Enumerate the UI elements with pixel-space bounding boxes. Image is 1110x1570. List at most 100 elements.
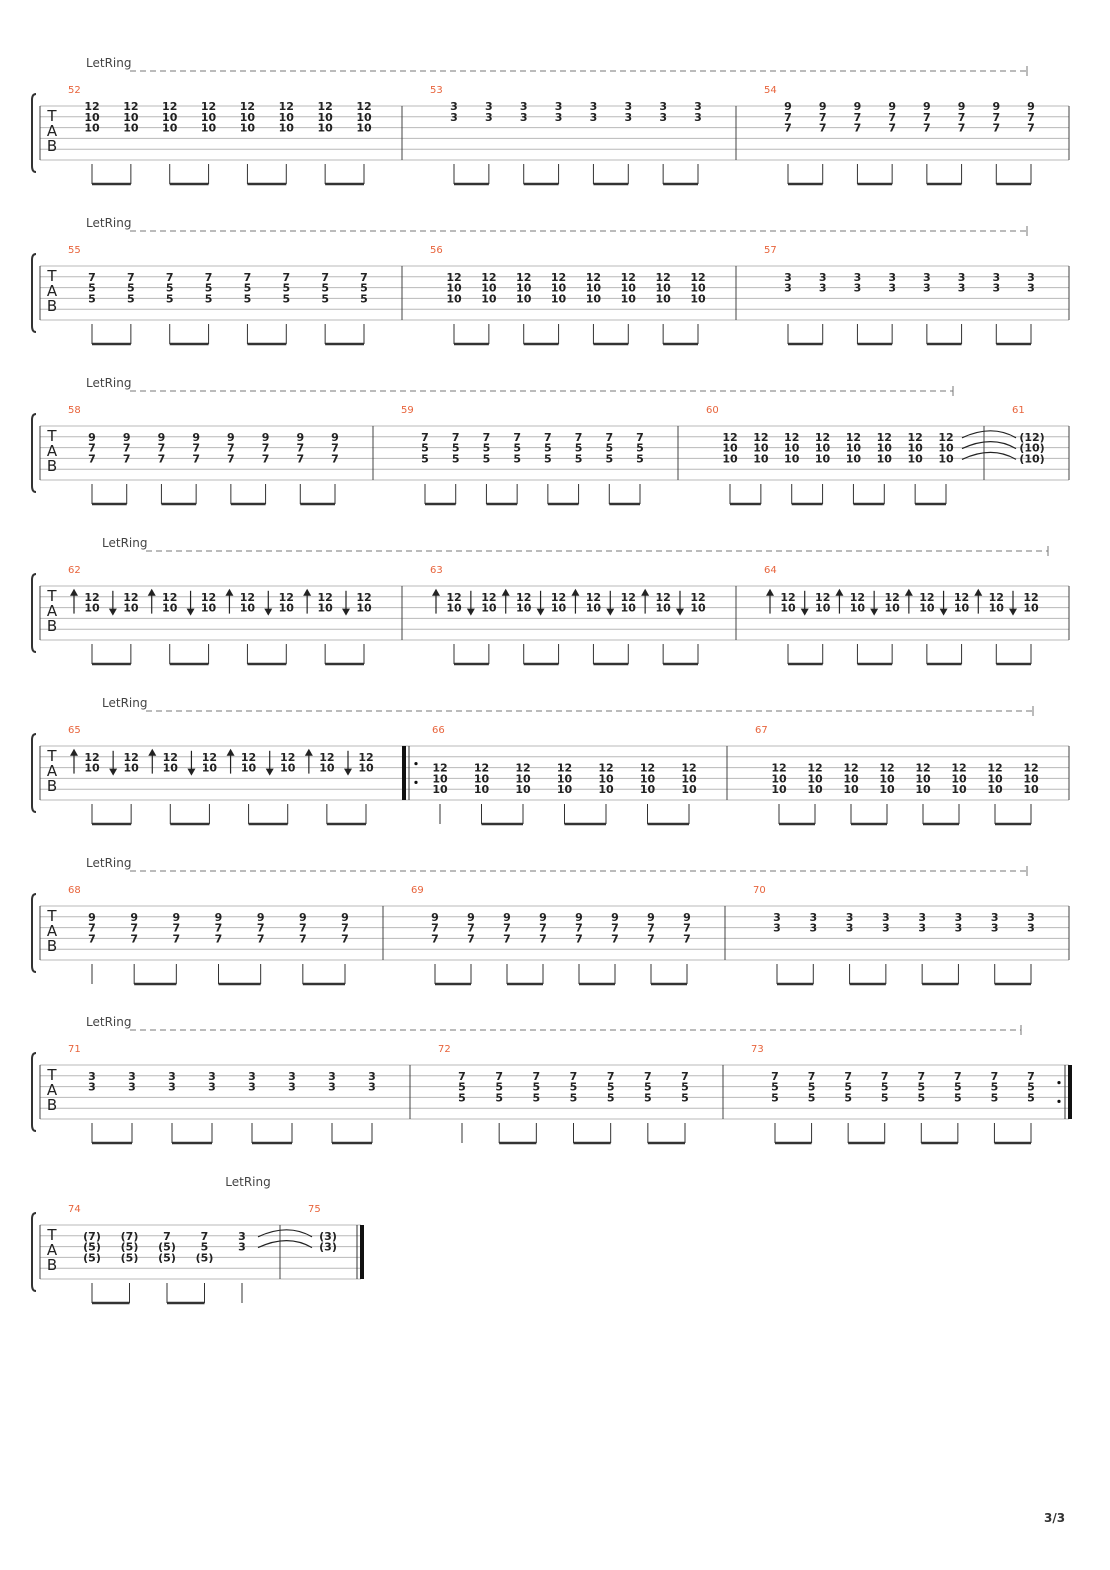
fret-number: 9 [888, 100, 896, 113]
fret-number: 3 [923, 282, 931, 295]
fret-number: 10 [907, 452, 923, 465]
strum-down-arrow-head [676, 608, 684, 616]
fret-number: 3 [958, 271, 966, 284]
fret-number: 10 [356, 111, 372, 124]
letring-label: LetRing [225, 1175, 270, 1189]
tab-clef-letter: B [47, 1256, 57, 1274]
fret-number: 9 [173, 911, 181, 924]
fret-number: 7 [130, 922, 138, 935]
fret-number: 7 [201, 1230, 209, 1243]
fret-number: 12 [586, 591, 601, 604]
fret-number: 3 [923, 271, 931, 284]
fret-number: 12 [84, 100, 99, 113]
fret-number: 12 [240, 100, 255, 113]
fret-number: 12 [640, 762, 655, 775]
fret-number: 7 [1027, 111, 1035, 124]
fret-number: 12 [815, 431, 830, 444]
fret-number: 7 [158, 452, 166, 465]
measure-number: 75 [308, 1204, 321, 1215]
fret-number: 3 [450, 111, 458, 124]
strum-down-arrow-head [186, 608, 195, 616]
fret-number: 5 [954, 1081, 962, 1094]
fret-number: 7 [605, 431, 613, 444]
fret-number: 3 [918, 911, 926, 924]
measure-number: 59 [401, 405, 414, 416]
tab-clef-letter: B [47, 1096, 57, 1114]
fret-number: 3 [485, 100, 493, 113]
fret-number: 9 [158, 431, 166, 444]
fret-number: 3 [328, 1070, 336, 1083]
fret-number: 9 [539, 911, 547, 924]
fret-number: 10 [162, 122, 178, 135]
fret-number: 10 [655, 282, 671, 295]
strum-down-arrow-head [800, 608, 809, 616]
fret-number: 10 [201, 111, 217, 124]
fret-number: 12 [240, 591, 255, 604]
fret-number: 5 [321, 282, 329, 295]
fret-number: 10 [915, 783, 931, 796]
fret-number: 5 [421, 442, 429, 455]
tab-clef-letter: B [47, 137, 57, 155]
fret-number: 12 [446, 271, 461, 284]
fret-number: 5 [570, 1091, 578, 1104]
fret-number: 5 [607, 1091, 615, 1104]
fret-number: 10 [640, 772, 656, 785]
fret-number: 10 [722, 452, 738, 465]
fret-number: 7 [784, 111, 792, 124]
fret-number: 12 [879, 762, 894, 775]
fret-number: 7 [923, 122, 931, 135]
fret-number: 5 [881, 1091, 889, 1104]
fret-number: 10 [987, 783, 1003, 796]
system-bracket [31, 733, 37, 813]
fret-number: 5 [166, 282, 174, 295]
fret-number: 12 [123, 751, 138, 764]
fret-number: 10 [598, 772, 614, 785]
fret-number: 7 [257, 922, 265, 935]
fret-number: 12 [84, 751, 99, 764]
fret-number: 7 [954, 1070, 962, 1083]
strum-down-arrow-head [342, 608, 350, 616]
fret-number: (7) [83, 1230, 101, 1243]
fret-number: 12 [815, 591, 830, 604]
fret-number: 5 [244, 292, 252, 305]
fret-number: 7 [575, 922, 583, 935]
fret-number: 5 [127, 282, 135, 295]
fret-number: 3 [991, 911, 999, 924]
fret-number: 10 [202, 762, 218, 775]
strum-up-arrow-head [835, 588, 844, 596]
measure-number: 72 [438, 1044, 451, 1055]
fret-number: 12 [1023, 762, 1038, 775]
fret-number: 10 [621, 282, 637, 295]
fret-number: 9 [88, 911, 96, 924]
fret-number: 7 [360, 271, 368, 284]
fret-number: 3 [854, 271, 862, 284]
fret-number: 10 [681, 772, 697, 785]
strum-up-arrow-head [974, 588, 983, 596]
fret-number: 12 [877, 431, 892, 444]
tab-clef-letter: A [47, 922, 58, 940]
strum-up-arrow-head [226, 748, 235, 756]
fret-number: 10 [753, 452, 769, 465]
fret-number: 7 [844, 1070, 852, 1083]
fret-number: 5 [991, 1081, 999, 1094]
fret-number: 9 [227, 431, 235, 444]
fret-number: 9 [296, 431, 304, 444]
fret-number: 10 [319, 762, 335, 775]
final-barline [1068, 1065, 1072, 1119]
fret-number: 7 [331, 442, 339, 455]
letring-label: LetRing [86, 1015, 131, 1029]
fret-number: 12 [123, 591, 138, 604]
fret-number: 3 [955, 922, 963, 935]
fret-number: 3 [368, 1070, 376, 1083]
tab-clef-letter: B [47, 937, 57, 955]
fret-number: 12 [722, 431, 737, 444]
fret-number: 7 [467, 932, 475, 945]
measure-number: 56 [430, 245, 443, 256]
fret-number: 10 [1023, 602, 1039, 615]
fret-number: 5 [575, 442, 583, 455]
fret-number: 3 [555, 111, 563, 124]
fret-number: 5 [282, 292, 290, 305]
tab-clef-letter: B [47, 297, 57, 315]
fret-number: 5 [483, 442, 491, 455]
strum-up-arrow-head [571, 588, 580, 596]
